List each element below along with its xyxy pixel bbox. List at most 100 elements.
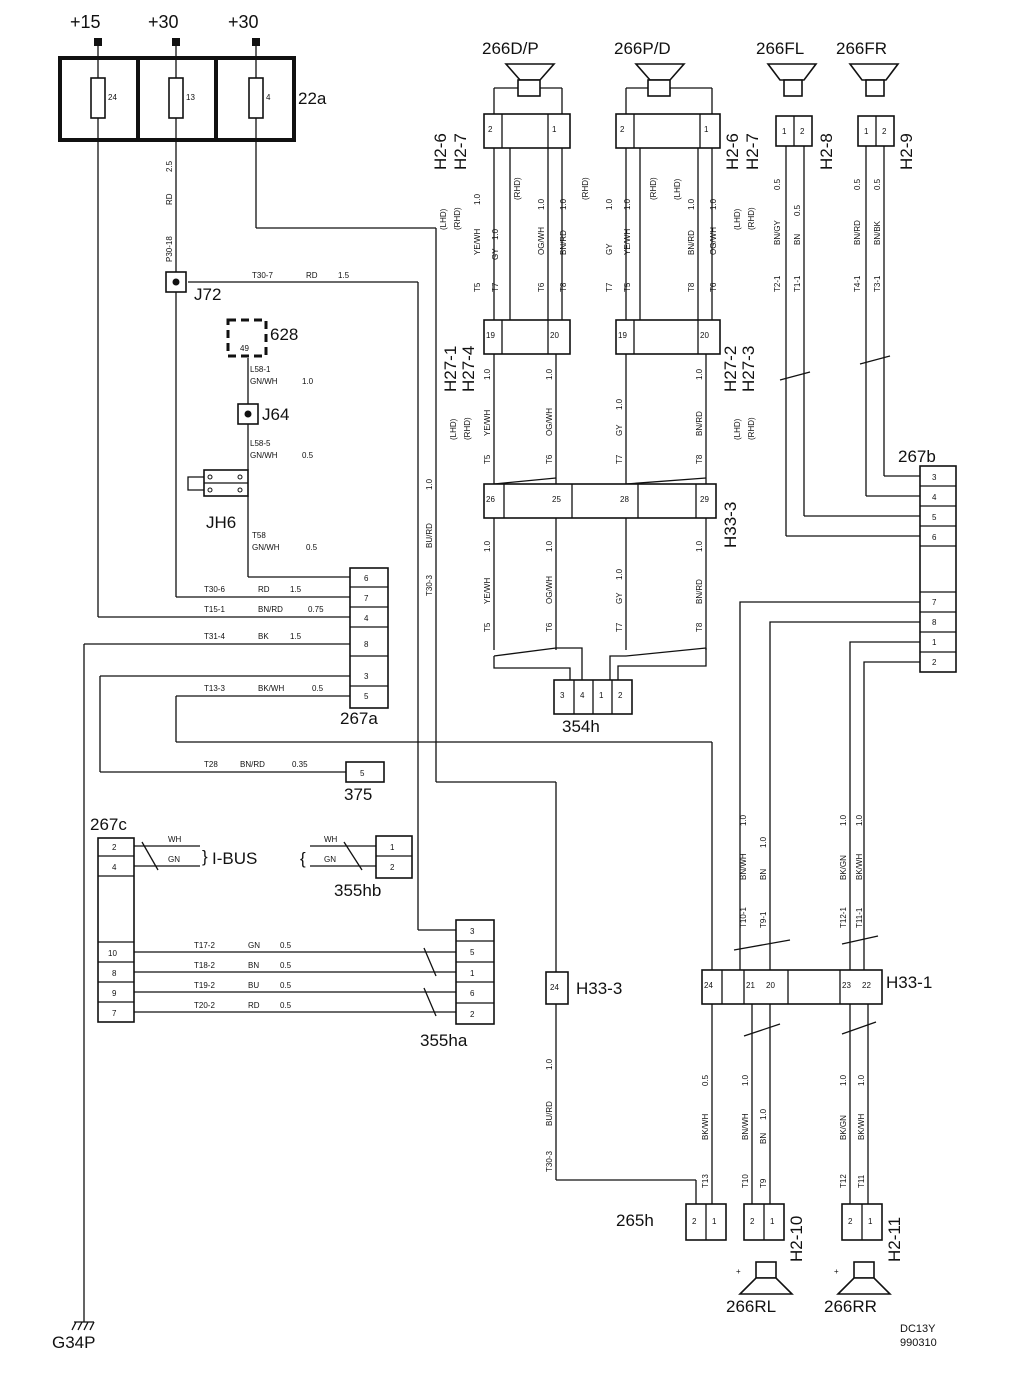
svg-text:T7: T7 — [605, 282, 614, 292]
svg-text:8: 8 — [364, 640, 369, 649]
svg-text:OG/WH: OG/WH — [545, 408, 554, 436]
svg-text:0.5: 0.5 — [280, 1001, 292, 1010]
fuse-24 — [90, 77, 106, 119]
svg-text:4: 4 — [580, 691, 585, 700]
svg-text:T17-2: T17-2 — [194, 941, 215, 950]
svg-text:49: 49 — [240, 344, 249, 353]
svg-text:BN: BN — [759, 1133, 768, 1144]
wires-front-side: 0.5 BN/GY T2-1 0.5 BN T1-1 0.5 BN/RD T4-… — [773, 146, 920, 537]
svg-text:T8: T8 — [687, 282, 696, 292]
svg-text:T6: T6 — [537, 282, 546, 292]
svg-text:BU/RD: BU/RD — [425, 523, 434, 548]
svg-text:RD: RD — [258, 585, 270, 594]
svg-text:21: 21 — [746, 981, 755, 990]
svg-text:GY: GY — [615, 424, 624, 436]
svg-text:266FL: 266FL — [756, 39, 804, 58]
svg-text:1.5: 1.5 — [338, 271, 350, 280]
ground-g34p: G34P — [52, 1321, 95, 1352]
svg-text:H27-3: H27-3 — [739, 346, 758, 392]
svg-text:2: 2 — [882, 127, 887, 136]
svg-text:T8: T8 — [695, 454, 704, 464]
wires-h27-h33: (LHD) (RHD) (LHD) (RHD) 1.0 YE/WH T5 1.0… — [449, 354, 756, 485]
speaker-266fr: 266FR 1 2 H2-9 — [836, 39, 916, 170]
svg-text:T12: T12 — [839, 1174, 848, 1188]
svg-text:T5: T5 — [473, 282, 482, 292]
svg-text:1.0: 1.0 — [615, 398, 624, 410]
svg-text:BN/BK: BN/BK — [873, 220, 882, 245]
svg-text:BN/RD: BN/RD — [559, 230, 568, 255]
svg-text:1.0: 1.0 — [739, 814, 748, 826]
connector-h27: 19 20 19 20 H27-1 H27-4 H27-2 H27-3 — [441, 319, 758, 392]
svg-text:2: 2 — [390, 863, 395, 872]
svg-text:YE/WH: YE/WH — [483, 410, 492, 436]
svg-text:6: 6 — [470, 989, 475, 998]
svg-text:WH: WH — [324, 835, 338, 844]
svg-text:4: 4 — [364, 614, 369, 623]
svg-text:25: 25 — [552, 495, 561, 504]
svg-text:T8: T8 — [695, 622, 704, 632]
svg-text:1.0: 1.0 — [709, 198, 718, 210]
svg-text:5: 5 — [360, 769, 365, 778]
svg-text:BK/WH: BK/WH — [857, 1114, 866, 1140]
junction-j72: J72 — [165, 271, 221, 304]
svg-text:8: 8 — [112, 969, 117, 978]
svg-text:YE/WH: YE/WH — [473, 229, 482, 255]
svg-text:{: { — [300, 849, 306, 868]
svg-text:T28: T28 — [204, 760, 218, 769]
svg-text:GN: GN — [168, 855, 180, 864]
svg-text:H2-6: H2-6 — [723, 133, 742, 170]
svg-text:1: 1 — [712, 1217, 717, 1226]
terminal-30a — [172, 38, 180, 46]
svg-text:T5: T5 — [483, 454, 492, 464]
svg-text:355hb: 355hb — [334, 881, 381, 900]
svg-text:T4-1: T4-1 — [853, 275, 862, 292]
svg-text:BK/WH: BK/WH — [701, 1114, 710, 1140]
svg-text:T11: T11 — [857, 1174, 866, 1188]
svg-text:1.0: 1.0 — [545, 368, 554, 380]
ibus-label: I-BUS — [212, 849, 257, 868]
svg-text:23: 23 — [842, 981, 851, 990]
svg-text:24: 24 — [704, 981, 713, 990]
svg-text:(LHD): (LHD) — [673, 178, 682, 200]
svg-text:GN/WH: GN/WH — [252, 543, 280, 552]
supply-plus15: +15 — [70, 12, 101, 32]
svg-text:0.5: 0.5 — [312, 684, 324, 693]
svg-text:1: 1 — [864, 127, 869, 136]
svg-text:1: 1 — [782, 127, 787, 136]
connector-355hb: { WH GN 1 2 355hb — [300, 835, 413, 900]
supply-plus30-b: +30 — [228, 12, 259, 32]
svg-text:T9: T9 — [759, 1178, 768, 1188]
svg-text:0.5: 0.5 — [701, 1074, 710, 1086]
svg-text:2.5: 2.5 — [165, 160, 174, 172]
svg-text:2: 2 — [488, 125, 493, 134]
svg-text:(LHD): (LHD) — [733, 208, 742, 230]
svg-text:OG/WH: OG/WH — [545, 576, 554, 604]
svg-text:1.0: 1.0 — [759, 836, 768, 848]
svg-text:20: 20 — [766, 981, 775, 990]
junction-jh6: JH6 — [187, 469, 249, 532]
svg-text:1.0: 1.0 — [473, 193, 482, 205]
svg-text:7: 7 — [112, 1009, 117, 1018]
component-628: 49 628 — [226, 318, 298, 358]
svg-text:WH: WH — [168, 835, 182, 844]
svg-text:6: 6 — [364, 574, 369, 583]
svg-text:T20-2: T20-2 — [194, 1001, 215, 1010]
svg-text:266RL: 266RL — [726, 1297, 776, 1316]
svg-text:266FR: 266FR — [836, 39, 887, 58]
svg-text:29: 29 — [700, 495, 709, 504]
fuse-13 — [168, 77, 184, 119]
svg-text:BN/RD: BN/RD — [240, 760, 265, 769]
fuse-box-22a: 24 13 4 22a — [58, 56, 327, 142]
svg-text:BU: BU — [248, 981, 259, 990]
svg-text:BK: BK — [258, 632, 269, 641]
svg-text:2: 2 — [692, 1217, 697, 1226]
wires-267b-h33-1: 1.0 BN/WH T10-1 1.0 BN T9-1 1.0 BK/GN T1… — [733, 601, 920, 970]
svg-text:0.5: 0.5 — [280, 981, 292, 990]
svg-text:0.5: 0.5 — [793, 204, 802, 216]
svg-text:H33-1: H33-1 — [886, 973, 932, 992]
svg-text:BN/RD: BN/RD — [853, 220, 862, 245]
svg-text:T30-7: T30-7 — [252, 271, 273, 280]
svg-text:1: 1 — [932, 638, 937, 647]
svg-text:2: 2 — [800, 127, 805, 136]
connector-267b: 267b 3 4 5 6 7 8 1 2 — [898, 447, 957, 673]
